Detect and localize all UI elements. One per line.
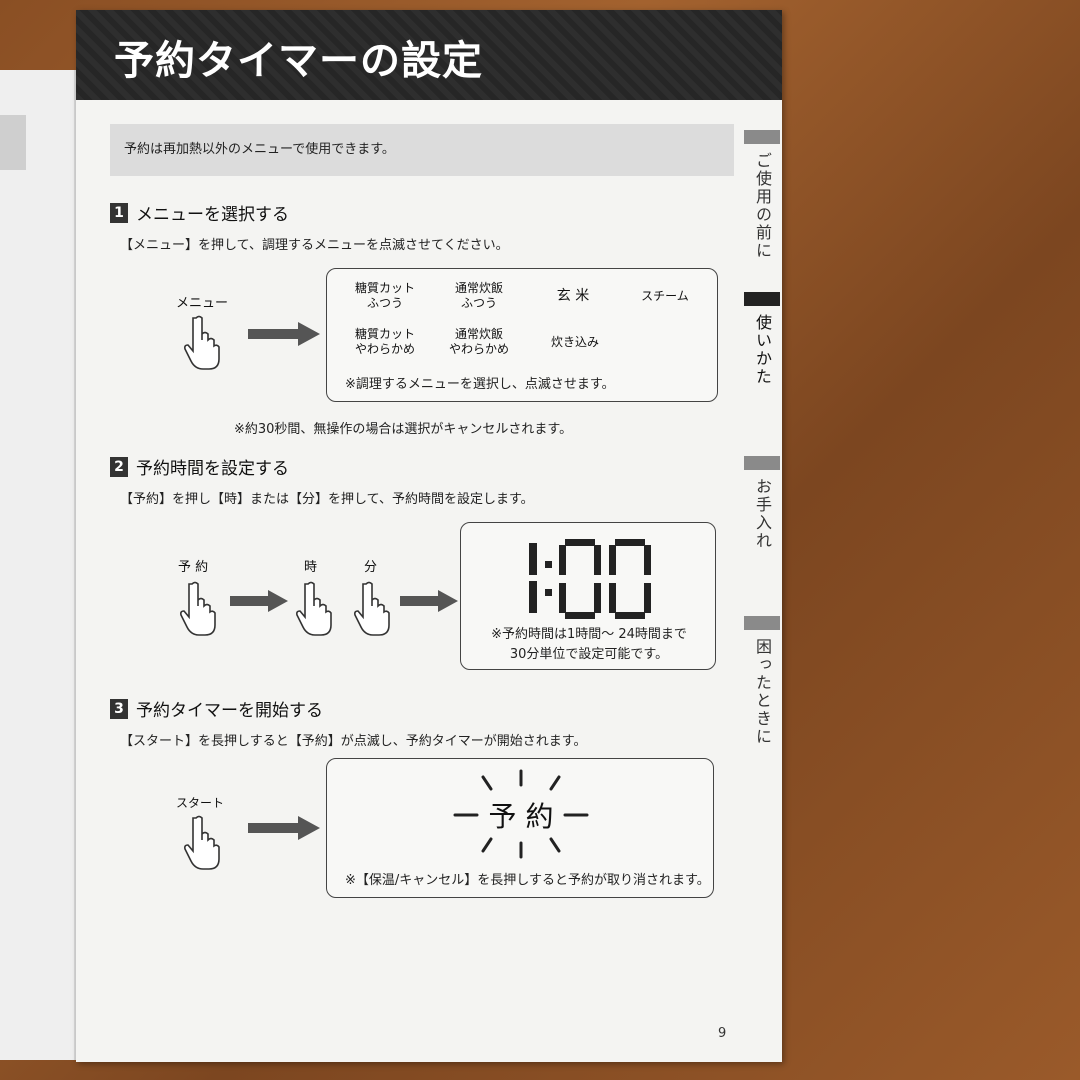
menu-item: 通常炊飯ふつう xyxy=(454,281,503,310)
menu-box-note: ※調理するメニューを選択し、点滅させます。 xyxy=(345,377,615,392)
manual-page: 予約タイマーの設定 予約は再加熱以外のメニューで使用できます。 1 メニューを選… xyxy=(76,10,782,1062)
step2-desc: 【予約】を押し【時】または【分】を押して、予約時間を設定します。 xyxy=(120,492,534,507)
reserve-button-label: 予 約 xyxy=(178,560,209,575)
arrow-right-icon xyxy=(248,322,320,346)
menu-item: 炊き込み xyxy=(550,335,599,349)
cancel-note: ※【保温/キャンセル】を長押しすると予約が取り消されます。 xyxy=(345,873,710,888)
page-title: 予約タイマーの設定 xyxy=(114,38,483,84)
arrow-right-icon xyxy=(230,590,288,612)
step1-desc: 【メニュー】を押して、調理するメニューを点滅させてください。 xyxy=(120,238,509,253)
hand-press-icon xyxy=(354,581,390,636)
step2-number: 2 xyxy=(110,456,128,477)
hour-button-label: 時 xyxy=(304,560,318,575)
menu-item: スチーム xyxy=(641,289,689,303)
step3-desc: 【スタート】を長押しすると【予約】が点滅し、予約タイマーが開始されます。 xyxy=(120,734,587,749)
arrow-right-icon xyxy=(400,590,458,612)
menu-item: 玄 米 xyxy=(556,288,590,304)
menu-item: 糖質カットやわらかめ xyxy=(354,327,415,356)
side-tab-care: お手入れ xyxy=(744,456,782,550)
reserve-blink-text: 予 約 xyxy=(488,800,554,833)
menu-button-label: メニュー xyxy=(176,296,229,311)
step3-number: 3 xyxy=(110,698,128,719)
step1-footnote: ※約30秒間、無操作の場合は選択がキャンセルされます。 xyxy=(234,422,573,437)
side-tab-trouble: 困ったときに xyxy=(744,616,782,746)
left-page xyxy=(0,70,76,1060)
arrow-right-icon xyxy=(248,816,320,840)
menu-item: 通常炊飯やわらかめ xyxy=(448,327,509,356)
step2-title: 予約時間を設定する xyxy=(136,459,289,479)
time-note-line2: 30分単位で設定可能です。 xyxy=(509,647,669,662)
left-page-tab xyxy=(0,115,26,170)
start-display-box: 予 約 ※【保温/キャンセル】を長押しすると予約が取り消されます。 xyxy=(326,758,714,898)
time-display-box: ※予約時間は1時間～ 24時間まで 30分単位で設定可能です。 xyxy=(460,522,716,670)
hand-press-icon xyxy=(296,581,332,636)
intro-note: 予約は再加熱以外のメニューで使用できます。 xyxy=(110,124,734,176)
menu-display-box: 糖質カットふつう 通常炊飯ふつう 玄 米 スチーム 糖質カットやわらかめ 通常炊… xyxy=(326,268,718,402)
page-header: 予約タイマーの設定 xyxy=(76,10,782,100)
hand-press-icon xyxy=(180,581,216,636)
hand-press-icon xyxy=(184,815,220,870)
side-tab-before-use: ご使用の前に xyxy=(744,130,782,260)
segment-display xyxy=(529,539,651,619)
time-note-line1: ※予約時間は1時間～ 24時間まで xyxy=(491,627,687,642)
hand-press-icon xyxy=(184,315,220,370)
step3-title: 予約タイマーを開始する xyxy=(136,701,323,721)
minute-button-label: 分 xyxy=(364,560,378,575)
step3-heading: 3 予約タイマーを開始する xyxy=(110,696,323,721)
step1-number: 1 xyxy=(110,202,128,223)
step1-heading: 1 メニューを選択する xyxy=(110,200,289,225)
page-number: 9 xyxy=(718,1026,727,1041)
step1-title: メニューを選択する xyxy=(136,205,289,225)
blink-rays-icon xyxy=(453,769,589,859)
start-button-label: スタート xyxy=(176,796,225,810)
side-tab-usage: 使いかた xyxy=(744,292,782,386)
menu-item: 糖質カットふつう xyxy=(354,281,415,310)
step2-heading: 2 予約時間を設定する xyxy=(110,454,289,479)
